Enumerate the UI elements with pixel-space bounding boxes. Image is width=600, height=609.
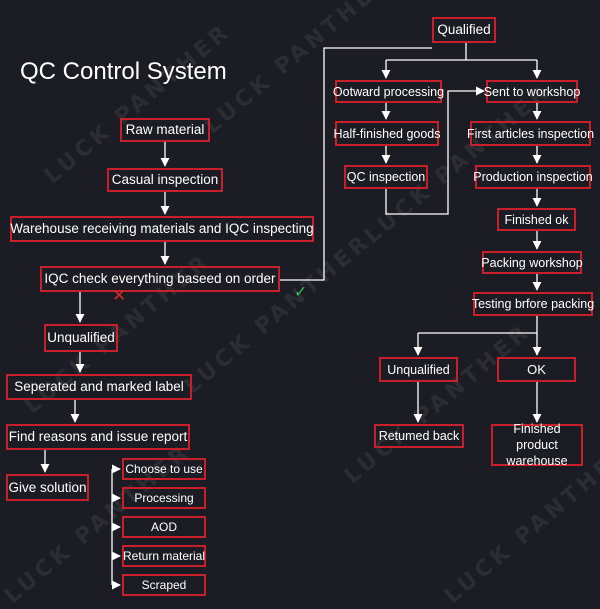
node-ok: OK xyxy=(497,357,576,382)
node-production-inspection: Production inspection xyxy=(473,165,593,189)
node-casual-inspection: Casual inspection xyxy=(107,168,223,192)
node-finished-ok: Finished ok xyxy=(497,208,576,231)
node-processing: Processing xyxy=(122,487,206,509)
node-qc-inspection: QC inspection xyxy=(344,165,428,189)
node-testing-before-packing: Testing brfore packing xyxy=(472,292,594,316)
node-scraped: Scraped xyxy=(122,574,206,596)
node-sent-to-workshop: Sent to workshop xyxy=(484,80,580,103)
page-title: QC Control System xyxy=(20,58,227,85)
line-iqc-to-qualified xyxy=(280,47,432,281)
node-give-solution: Give solution xyxy=(6,474,89,501)
node-warehouse-receiving: Warehouse receiving materials and IQC in… xyxy=(10,216,314,242)
node-unqualified-left: Unqualified xyxy=(44,324,118,352)
node-qualified: Qualified xyxy=(432,17,496,43)
node-raw-material: Raw material xyxy=(120,118,210,142)
node-iqc-check: IQC check everything baseed on order xyxy=(40,266,280,292)
node-half-finished-goods: Half-finished goods xyxy=(334,121,441,146)
node-unqualified-right: Unqualified xyxy=(379,357,458,382)
node-outward-processing: Ootward processing xyxy=(333,80,444,103)
node-finished-product-warehouse: Finished product warehouse xyxy=(491,422,583,468)
node-aod: AOD xyxy=(122,516,206,538)
fail-mark-icon: ✕ xyxy=(112,286,127,305)
node-seperated-marked-label: Seperated and marked label xyxy=(6,374,192,400)
node-return-material: Return material xyxy=(122,545,206,567)
node-first-articles-inspection: First articles inspection xyxy=(467,121,594,146)
node-returned-back: Retumed back xyxy=(374,424,464,448)
node-choose-to-use: Choose to use xyxy=(122,458,206,480)
pass-mark-icon: ✓ xyxy=(294,284,308,301)
node-find-reasons: Find reasons and issue report xyxy=(6,424,190,450)
arrow-qc-to-sent xyxy=(385,86,485,215)
node-packing-workshop: Packing workshop xyxy=(481,251,583,274)
